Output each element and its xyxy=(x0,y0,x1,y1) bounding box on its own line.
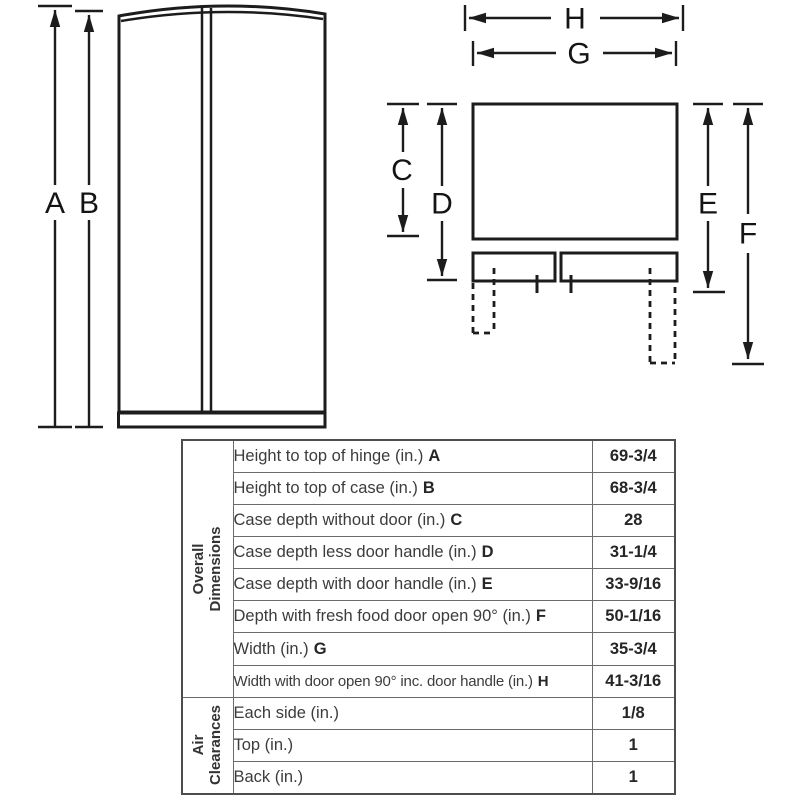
row-value: 1/8 xyxy=(591,696,676,730)
row-label-text: Width (in.) xyxy=(233,639,309,658)
top-view: H G C D E F xyxy=(387,3,764,366)
row-dim-letter: G xyxy=(313,639,327,658)
row-dim-letter: C xyxy=(450,511,463,530)
row-label: Case depth with door handle (in.)E xyxy=(232,568,593,602)
dim-label-f: F xyxy=(739,218,757,251)
row-value: 31-1/4 xyxy=(591,536,676,570)
freezer-door-open-outline xyxy=(471,268,496,335)
row-dim-letter: B xyxy=(422,479,435,498)
dim-label-e: E xyxy=(698,188,718,221)
row-label-text: Width with door open 90° inc. door handl… xyxy=(233,672,533,690)
dim-label-a: A xyxy=(45,187,65,220)
row-dim-letter: D xyxy=(481,543,494,562)
row-label-text: Each side (in.) xyxy=(233,703,339,722)
row-label: Back (in.) xyxy=(232,760,593,795)
row-label: Case depth without door (in.)C xyxy=(232,504,593,538)
table-row: Width with door open 90° inc. door handl… xyxy=(182,664,676,698)
row-label-text: Top (in.) xyxy=(233,735,294,754)
dimensions-table: Overall Dimensions Height to top of hing… xyxy=(181,439,676,795)
row-label-text: Case depth with door handle (in.) xyxy=(233,575,477,594)
dimension-arrow-g xyxy=(471,41,678,66)
table-row: Case depth with door handle (in.)E 33-9/… xyxy=(182,568,676,602)
row-label: Height to top of hinge (in.)A xyxy=(232,439,593,474)
dim-label-d: D xyxy=(431,188,453,221)
section-header-vertical: Air Clearances xyxy=(189,705,224,786)
freezer-door-top-view xyxy=(471,251,557,283)
door-top-edge xyxy=(120,10,324,23)
row-value: 41-3/16 xyxy=(591,664,676,698)
case-top-view xyxy=(471,102,679,241)
row-value: 28 xyxy=(591,504,676,538)
row-label: Height to top of case (in.)B xyxy=(232,472,593,506)
row-label: Case depth less door handle (in.)D xyxy=(232,536,593,570)
dim-label-g: G xyxy=(567,38,590,71)
row-value: 1 xyxy=(591,728,676,762)
section-overall-dimensions: Overall Dimensions xyxy=(181,439,234,698)
table-row: Top (in.) 1 xyxy=(182,728,676,762)
section-air-clearances: Air Clearances xyxy=(181,696,234,795)
row-dim-letter: H xyxy=(537,672,549,690)
row-value: 69-3/4 xyxy=(591,439,676,474)
row-dim-letter: A xyxy=(428,447,441,466)
front-view: A B xyxy=(38,4,327,429)
dimension-arrow-e xyxy=(693,102,725,294)
row-label-text: Case depth less door handle (in.) xyxy=(233,543,477,562)
fresh-food-door-top-view xyxy=(559,251,679,283)
dim-label-c: C xyxy=(391,154,413,187)
dimension-arrow-d xyxy=(427,102,457,282)
dimension-arrow-f xyxy=(732,102,764,366)
dimension-diagrams: A B xyxy=(38,3,764,429)
dimension-arrow-a xyxy=(38,4,72,429)
table-row: Height to top of case (in.)B 68-3/4 xyxy=(182,472,676,506)
row-label-text: Height to top of hinge (in.) xyxy=(233,447,424,466)
row-value: 68-3/4 xyxy=(591,472,676,506)
row-dim-letter: F xyxy=(535,607,546,626)
table-row: Case depth less door handle (in.)D 31-1/… xyxy=(182,536,676,570)
row-dim-letter: E xyxy=(481,575,493,594)
dimension-arrow-h xyxy=(463,5,685,31)
row-value: 1 xyxy=(591,760,676,795)
dimension-arrow-b xyxy=(75,9,103,429)
fresh-food-door-open-outline xyxy=(648,268,677,365)
dim-label-b: B xyxy=(79,187,99,220)
row-label: Width with door open 90° inc. door handl… xyxy=(232,664,593,698)
table-row: Depth with fresh food door open 90° (in.… xyxy=(182,600,676,634)
row-label: Top (in.) xyxy=(232,728,593,762)
section-header-vertical: Overall Dimensions xyxy=(189,526,224,612)
table-row: Air Clearances Each side (in.) 1/8 xyxy=(181,696,676,795)
table-row: Back (in.) 1 xyxy=(182,760,676,795)
row-label: Each side (in.) xyxy=(232,696,593,730)
dim-label-h: H xyxy=(564,3,586,36)
table-row: Overall Dimensions Height to top of hing… xyxy=(181,439,676,698)
refrigerator-front-outline xyxy=(117,4,327,429)
table-row: Width (in.)G 35-3/4 xyxy=(182,632,676,666)
row-value: 35-3/4 xyxy=(591,632,676,666)
row-label-text: Height to top of case (in.) xyxy=(233,479,418,498)
dimension-arrow-c xyxy=(387,102,419,238)
row-label-text: Back (in.) xyxy=(233,767,304,786)
row-label: Depth with fresh food door open 90° (in.… xyxy=(232,600,593,634)
kick-plate xyxy=(117,411,327,429)
row-label-text: Depth with fresh food door open 90° (in.… xyxy=(233,607,531,626)
row-value: 33-9/16 xyxy=(591,568,676,602)
row-value: 50-1/16 xyxy=(591,600,676,634)
row-label-text: Case depth without door (in.) xyxy=(233,511,446,530)
table-row: Case depth without door (in.)C 28 xyxy=(182,504,676,538)
row-label: Width (in.)G xyxy=(232,632,593,666)
